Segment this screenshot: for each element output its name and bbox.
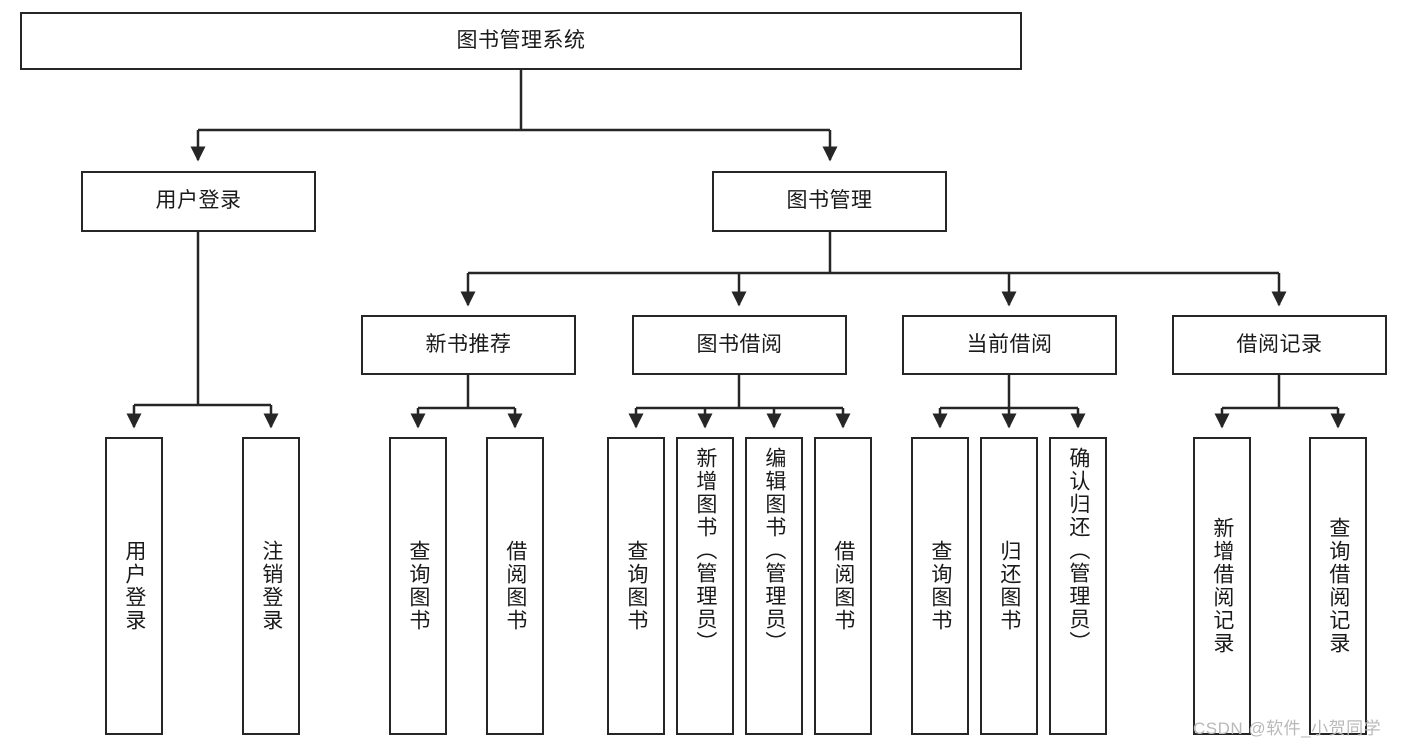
node-borrow-record-label: 借阅记录 [1236, 332, 1323, 356]
node-book-manage[interactable]: 图书管理 [712, 171, 947, 232]
node-leaf-query-book-3-label: 查询图书 [928, 540, 952, 632]
node-current-borrow[interactable]: 当前借阅 [902, 315, 1117, 375]
node-book-borrow-label: 图书借阅 [696, 332, 783, 356]
node-user-login-label: 用户登录 [155, 189, 242, 213]
node-leaf-confirm-return[interactable]: 确认归还（管理员） [1049, 437, 1107, 735]
node-leaf-logout-login-label: 注销登录 [259, 540, 283, 632]
node-leaf-edit-book[interactable]: 编辑图书（管理员） [745, 437, 803, 735]
node-leaf-add-book-label: 新增图书（管理员） [693, 447, 717, 654]
node-leaf-edit-book-label: 编辑图书（管理员） [762, 447, 786, 654]
node-leaf-borrow-book-2-label: 借阅图书 [831, 540, 855, 632]
node-leaf-borrow-book-2[interactable]: 借阅图书 [814, 437, 872, 735]
node-leaf-add-record-label: 新增借阅记录 [1210, 517, 1234, 655]
node-leaf-borrow-book-1[interactable]: 借阅图书 [486, 437, 544, 735]
node-leaf-query-record[interactable]: 查询借阅记录 [1309, 437, 1367, 735]
node-book-manage-label: 图书管理 [786, 189, 873, 213]
node-root-label: 图书管理系统 [456, 28, 586, 52]
node-leaf-return-book-label: 归还图书 [997, 540, 1021, 632]
watermark-text: CSDN @软件_小贺同学 [1193, 719, 1382, 738]
node-leaf-add-book[interactable]: 新增图书（管理员） [676, 437, 734, 735]
node-leaf-confirm-return-label: 确认归还（管理员） [1066, 447, 1090, 654]
node-current-borrow-label: 当前借阅 [966, 332, 1053, 356]
node-user-login[interactable]: 用户登录 [81, 171, 316, 232]
node-leaf-user-login[interactable]: 用户登录 [105, 437, 163, 735]
node-leaf-return-book[interactable]: 归还图书 [980, 437, 1038, 735]
node-borrow-record[interactable]: 借阅记录 [1172, 315, 1387, 375]
node-leaf-query-book-2-label: 查询图书 [624, 540, 648, 632]
node-leaf-query-book-1[interactable]: 查询图书 [389, 437, 447, 735]
node-leaf-query-book-1-label: 查询图书 [406, 540, 430, 632]
node-book-borrow[interactable]: 图书借阅 [632, 315, 847, 375]
node-leaf-borrow-book-1-label: 借阅图书 [503, 540, 527, 632]
node-new-book-rec-label: 新书推荐 [425, 332, 512, 356]
node-new-book-rec[interactable]: 新书推荐 [361, 315, 576, 375]
node-leaf-query-book-2[interactable]: 查询图书 [607, 437, 665, 735]
node-leaf-logout-login[interactable]: 注销登录 [242, 437, 300, 735]
node-leaf-query-book-3[interactable]: 查询图书 [911, 437, 969, 735]
node-leaf-user-login-label: 用户登录 [122, 540, 146, 632]
node-leaf-query-record-label: 查询借阅记录 [1326, 517, 1350, 655]
node-leaf-add-record[interactable]: 新增借阅记录 [1193, 437, 1251, 735]
node-root[interactable]: 图书管理系统 [20, 12, 1022, 70]
